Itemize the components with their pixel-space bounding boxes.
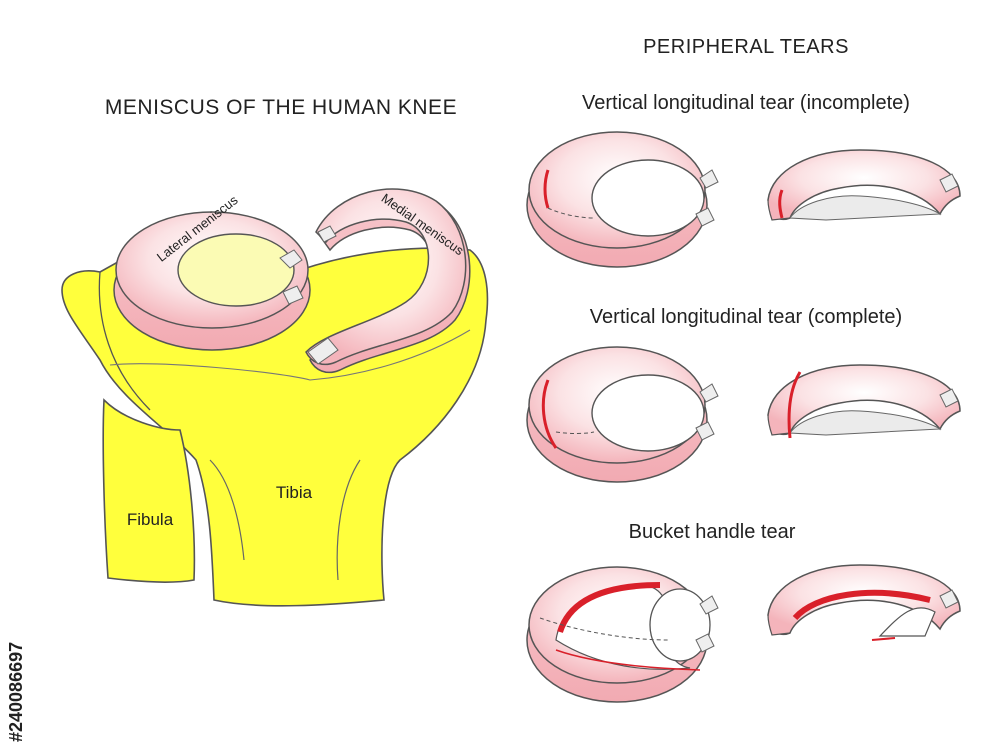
fibula-label: Fibula — [127, 510, 174, 529]
incomplete-tear-section-view — [767, 149, 961, 221]
incomplete-tear-full-view — [526, 131, 719, 268]
tear-caption-3: Bucket handle tear — [629, 521, 796, 543]
main-title: MENISCUS OF THE HUMAN KNEE — [105, 96, 457, 119]
bucket-handle-full-view — [526, 566, 719, 703]
complete-tear-full-view — [526, 346, 719, 483]
tear-caption-1: Vertical longitudinal tear (incomplete) — [582, 92, 910, 114]
tibia-label: Tibia — [276, 483, 313, 502]
bucket-handle-section-view — [767, 564, 961, 641]
medial-meniscus — [305, 188, 471, 374]
side-title: PERIPHERAL TEARS — [643, 36, 849, 58]
tear-caption-2: Vertical longitudinal tear (complete) — [590, 306, 902, 328]
complete-tear-section-view — [767, 364, 961, 439]
fibula-bone — [102, 398, 196, 583]
lateral-meniscus — [113, 211, 311, 351]
watermark-id: #240086697 — [6, 642, 26, 742]
